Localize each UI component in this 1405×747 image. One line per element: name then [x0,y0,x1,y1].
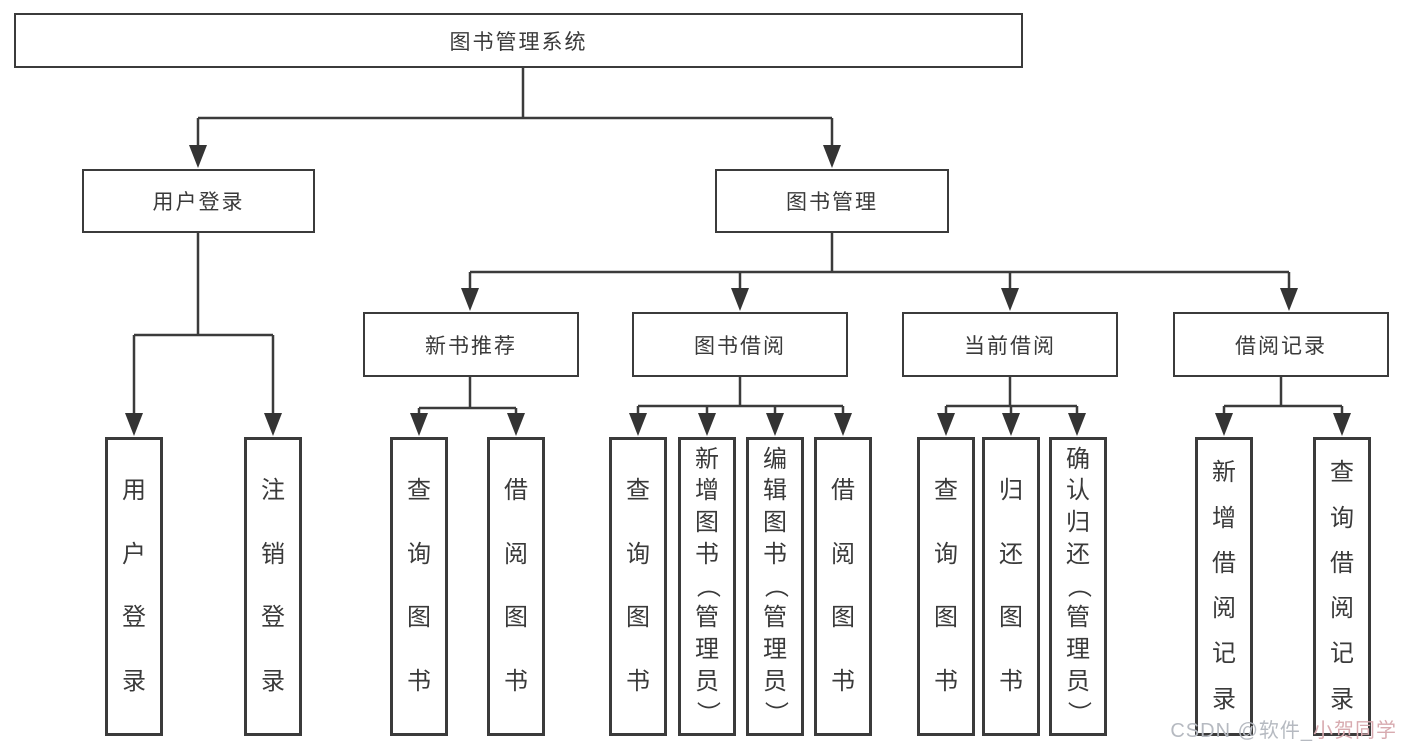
leaf-borrow-books-2: 借阅图书 [814,437,872,736]
node-current-borrowing: 当前借阅 [902,312,1118,377]
edge-records-to-leaves [1222,377,1344,418]
node-new-book-recommend: 新书推荐 [363,312,579,377]
leaf-user-login: 用户登录 [105,437,163,736]
watermark-prefix: CSDN @软件_ [1170,720,1313,742]
node-library-management-system: 图书管理系统 [14,13,1023,68]
watermark-suffix: 小贺同学 [1313,720,1397,742]
node-user-login: 用户登录 [82,169,315,233]
leaf-return-book: 归还图书 [982,437,1040,736]
node-book-management: 图书管理 [715,169,949,233]
node-borrowing-records: 借阅记录 [1173,312,1389,377]
node-book-borrowing: 图书借阅 [632,312,848,377]
leaf-add-book-admin: 新增图书（管理员） [678,437,736,736]
edge-userlogin-to-leaves [132,233,275,418]
leaf-logout: 注销登录 [244,437,302,736]
leaf-edit-book-admin: 编辑图书（管理员） [746,437,804,736]
edge-newbook-to-leaves [417,377,518,418]
leaf-confirm-return-admin: 确认归还（管理员） [1049,437,1107,736]
arrowheads [125,145,1351,436]
watermark: CSDN @软件_小贺同学 [1170,714,1397,743]
edge-root-to-level2 [196,68,834,150]
leaf-query-books-2: 查询图书 [609,437,667,736]
edge-bookmgmt-to-level3 [468,233,1291,294]
leaf-query-books-1: 查询图书 [390,437,448,736]
leaf-borrow-books-1: 借阅图书 [487,437,545,736]
leaf-query-borrow-record: 查询借阅记录 [1313,437,1371,736]
edge-current-to-leaves [944,377,1079,418]
leaf-add-borrow-record: 新增借阅记录 [1195,437,1253,736]
leaf-query-books-3: 查询图书 [917,437,975,736]
edge-borrowing-to-leaves [636,377,845,418]
